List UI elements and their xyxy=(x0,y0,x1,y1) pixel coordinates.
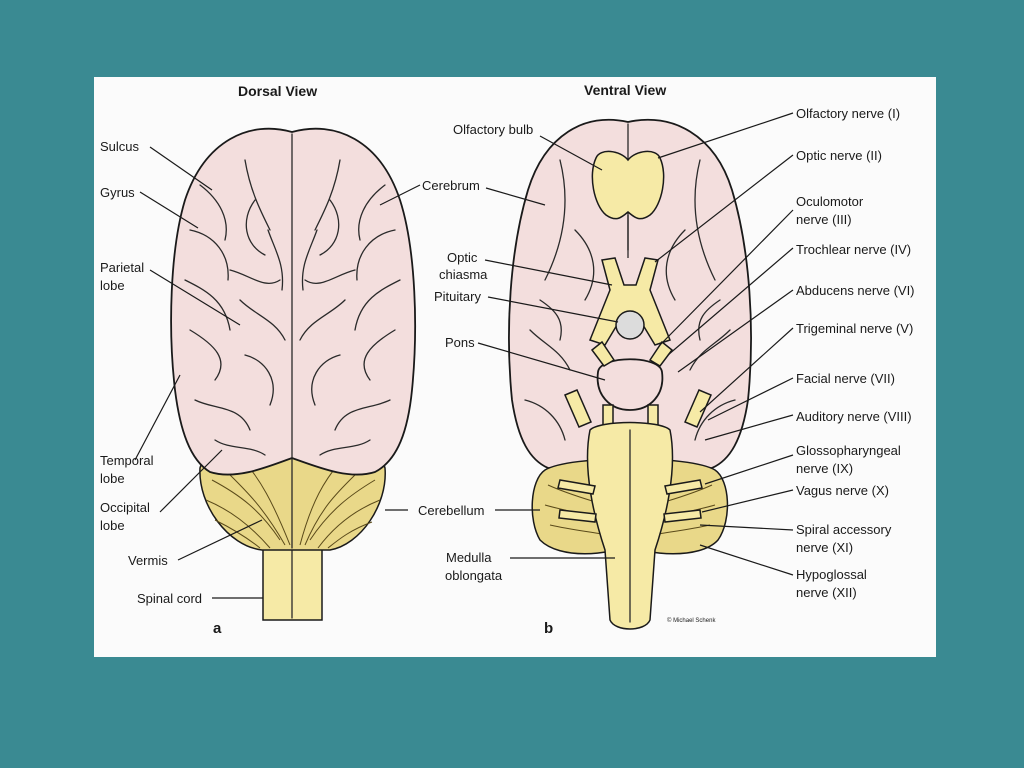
label-facial-nerve: Facial nerve (VII) xyxy=(796,371,895,386)
label-cerebellum: Cerebellum xyxy=(418,503,484,518)
dorsal-cerebrum xyxy=(170,127,416,476)
label-optic-nerve: Optic nerve (II) xyxy=(796,148,882,163)
label-sulcus: Sulcus xyxy=(100,139,140,154)
label-hypoglossal-nerve-2: nerve (XII) xyxy=(796,585,857,600)
label-gyrus: Gyrus xyxy=(100,185,135,200)
label-oculomotor-nerve: Oculomotor xyxy=(796,194,864,209)
label-optic-chiasma: Optic xyxy=(447,250,478,265)
panel-letter-a: a xyxy=(213,620,222,637)
label-optic-chiasma-2: chiasma xyxy=(439,267,488,282)
label-abducens-nerve: Abducens nerve (VI) xyxy=(796,283,915,298)
label-olfactory-nerve: Olfactory nerve (I) xyxy=(796,106,900,121)
label-temporal-lobe: Temporal xyxy=(100,453,154,468)
olfactory-bulb xyxy=(591,150,665,220)
label-medulla-oblongata: Medulla xyxy=(446,550,492,565)
label-hypoglossal-nerve: Hypoglossal xyxy=(796,567,867,582)
label-pons: Pons xyxy=(445,335,475,350)
credit-text: © Michael Schenk xyxy=(667,617,716,624)
label-medulla-oblongata-2: oblongata xyxy=(445,568,503,583)
label-temporal-lobe-2: lobe xyxy=(100,471,125,486)
panel-letter-b: b xyxy=(544,620,553,637)
label-spiral-accessory-nerve-2: nerve (XI) xyxy=(796,540,853,555)
label-vagus-nerve: Vagus nerve (X) xyxy=(796,483,889,498)
label-cerebrum: Cerebrum xyxy=(422,178,480,193)
label-oculomotor-nerve-2: nerve (III) xyxy=(796,212,852,227)
label-occipital-lobe-2: lobe xyxy=(100,518,125,533)
label-pituitary: Pituitary xyxy=(434,289,481,304)
label-parietal-lobe: Parietal xyxy=(100,260,144,275)
dorsal-view-heading: Dorsal View xyxy=(238,83,317,99)
ventral-view-heading: Ventral View xyxy=(584,82,666,98)
pituitary-gland xyxy=(615,310,645,340)
label-spiral-accessory-nerve: Spiral accessory xyxy=(796,522,892,537)
label-vermis: Vermis xyxy=(128,553,168,568)
leader-lines xyxy=(134,112,794,599)
label-trochlear-nerve: Trochlear nerve (IV) xyxy=(796,242,911,257)
label-parietal-lobe-2: lobe xyxy=(100,278,125,293)
label-glossopharyngeal-nerve-2: nerve (IX) xyxy=(796,461,853,476)
label-olfactory-bulb: Olfactory bulb xyxy=(453,122,533,137)
label-auditory-nerve: Auditory nerve (VIII) xyxy=(796,409,912,424)
ventral-brain-drawing xyxy=(508,118,752,630)
label-trigeminal-nerve: Trigeminal nerve (V) xyxy=(796,321,913,336)
label-glossopharyngeal-nerve: Glossopharyngeal xyxy=(796,443,901,458)
pons xyxy=(596,358,664,411)
optic-chiasma xyxy=(589,257,671,346)
dorsal-brain-drawing xyxy=(170,127,416,621)
label-occipital-lobe: Occipital xyxy=(100,500,150,515)
label-spinal-cord: Spinal cord xyxy=(137,591,202,606)
